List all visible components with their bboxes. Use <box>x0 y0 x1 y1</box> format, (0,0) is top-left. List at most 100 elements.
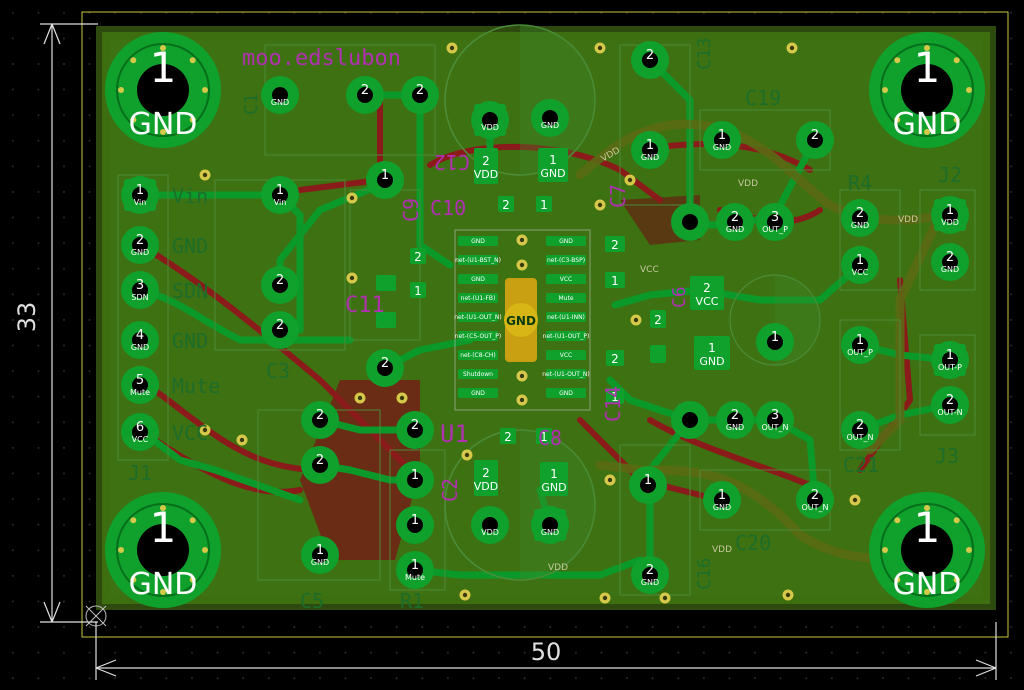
ref-r4: R4 <box>848 171 872 195</box>
th-pad: 2 <box>261 266 299 304</box>
u1-pads-left: GNDnet-(U1-BST_N)GNDnet-(U1-FB)net-(U1-O… <box>454 236 502 398</box>
th-pad-net: VDD <box>941 218 959 227</box>
th-pad-number: 2 <box>731 210 739 225</box>
th-pad-drill <box>767 334 783 350</box>
smd-pad: 1 <box>536 428 552 444</box>
ref-c3: C3 <box>266 359 290 383</box>
mounting-hole-net: GND <box>893 107 962 142</box>
ref-c19: C19 <box>745 86 781 110</box>
mounting-hole-via <box>924 129 930 135</box>
u1-pin-pad <box>458 255 498 265</box>
smd-pad-copper <box>376 275 396 291</box>
u1-pin-pad <box>546 236 586 246</box>
th-pad: VDD <box>471 101 509 139</box>
mounting-hole-via <box>160 45 166 51</box>
ref-c16: C16 <box>694 557 715 590</box>
u1-pin-pad <box>546 369 586 379</box>
th-pad-drill <box>272 322 288 338</box>
j1-silk-label: VCC <box>172 421 208 445</box>
th-pad-number: 2 <box>731 408 739 423</box>
mounting-hole-number: 1 <box>914 43 941 92</box>
smd-pad-copper <box>694 336 730 370</box>
th-pad-number: 2 <box>856 418 864 433</box>
mounting-hole-via <box>882 547 888 553</box>
th-pad-drill <box>852 422 868 438</box>
th-pad-drill <box>767 412 783 428</box>
th-pad-drill <box>942 352 958 368</box>
mounting-hole-via <box>953 116 960 123</box>
mounting-hole-via <box>894 576 901 583</box>
smd-pad-copper <box>410 282 426 298</box>
smd-pad-copper <box>500 428 516 444</box>
th-pad-net: OUT_P <box>847 348 873 357</box>
smd-pad-number: 2 <box>654 313 662 327</box>
ref-c8: C8 <box>538 426 562 450</box>
th-pad-net: GND <box>713 143 731 152</box>
th-pad-drill <box>312 457 328 473</box>
u1-pin-left: net-(C5-OUT_P) <box>455 331 501 341</box>
smd-pad-number: 2 <box>611 352 619 366</box>
u1-pin-label: net-(U1-FB) <box>461 295 496 302</box>
th-pad-drill <box>714 492 730 508</box>
u1-pin-pad <box>546 255 586 265</box>
smd-pad: 1 <box>536 196 552 212</box>
mounting-hole-via <box>130 57 137 64</box>
u1-pin-pad <box>546 331 586 341</box>
th-pad-number: 2 <box>646 563 654 578</box>
mounting-hole-drill <box>137 64 189 116</box>
th-pad-drill <box>377 360 393 376</box>
th-pad-number: 2 <box>946 393 954 408</box>
u1-pin-label: net-(C8-CH) <box>460 352 496 359</box>
mounting-hole-inner-ring <box>116 503 210 597</box>
smd-pad-number: 1 <box>611 390 619 404</box>
u1-pin-label: Shutdown <box>463 371 493 378</box>
u1-pin-label: GND <box>471 276 485 283</box>
mounting-hole-drill <box>901 64 953 116</box>
smd-pad: 1 <box>605 272 625 288</box>
u1-pin-label: net-(C3-BSP) <box>547 257 585 264</box>
ref-u1: U1 <box>440 420 469 448</box>
u1-pin-right: net-(U1-INN) <box>546 312 586 322</box>
th-pad: 2 <box>796 121 834 159</box>
netlbl-vdd-3: VDD <box>712 545 732 555</box>
th-pad-net: GND <box>941 265 959 274</box>
th-pad-number: 2 <box>316 453 324 468</box>
th-pad-drill <box>272 87 288 103</box>
smd-pad-net: VCC <box>696 295 719 308</box>
th-pad-drill <box>132 237 148 253</box>
th-pad: GND <box>531 99 569 137</box>
th-pad-number: 1 <box>646 138 654 153</box>
board-edge <box>81 11 1009 638</box>
via-drill <box>357 395 363 401</box>
th-pad-drill <box>312 547 328 563</box>
mounting-hole-via <box>160 589 166 595</box>
via-drill <box>789 45 795 51</box>
mounting-hole-via <box>894 116 901 123</box>
smd-pad-number: 1 <box>414 284 422 298</box>
th-pad-drill <box>482 517 498 533</box>
th-pad-drill <box>727 214 743 230</box>
u1-pin-right: GND <box>546 388 586 398</box>
ref-c13: C13 <box>694 37 715 70</box>
u1-pin-left: net-(C8-CH) <box>458 350 498 360</box>
u1-pin-left: net-(U1-OUT_N) <box>454 312 502 322</box>
smd-pad-net: VDD <box>474 480 498 493</box>
th-pad-net: Vin <box>134 198 147 207</box>
th-pad-drill <box>542 110 558 126</box>
th-pad-drill <box>542 517 558 533</box>
th-pad-net: Mute <box>130 388 150 397</box>
th-pad: 1 <box>396 506 434 544</box>
via-drill <box>239 437 245 443</box>
smd-pad-copper <box>606 350 624 366</box>
th-pad-net: OUT_P <box>762 225 788 234</box>
th-pad-drill <box>407 422 423 438</box>
